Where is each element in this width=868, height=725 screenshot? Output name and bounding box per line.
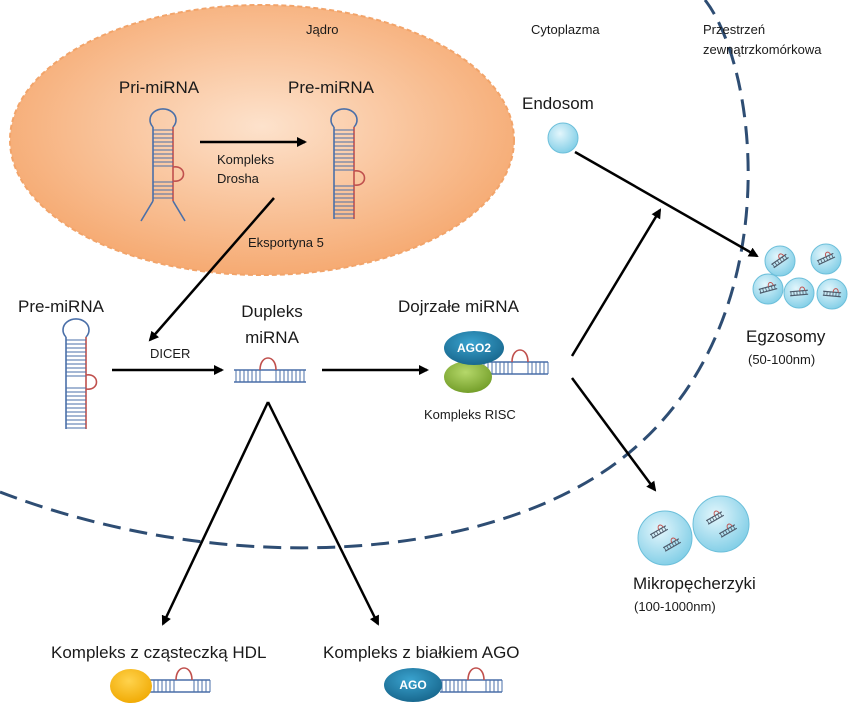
duplex-bulge: [468, 668, 484, 680]
exosome: [811, 244, 841, 274]
mirna-duplex: [234, 358, 306, 382]
microvesicles-label: Mikropęcherzyki: [633, 574, 756, 594]
endosome-label: Endosom: [522, 94, 594, 114]
pre-mirna-hairpin-cytoplasm: [63, 319, 96, 429]
arrow-to-hdl: [163, 402, 268, 624]
duplex-bulge: [176, 668, 192, 680]
arrow-endosome-to-exosomes: [575, 152, 757, 256]
microvesicle: [638, 511, 692, 565]
exosomes-cluster: [753, 244, 847, 309]
pre-mirna-nucleus-label: Pre-miRNA: [288, 78, 374, 98]
exosomes-size-label: (50-100nm): [748, 352, 815, 367]
arrow-to-ago: [268, 402, 378, 624]
mature-mirna-label: Dojrzałe miRNA: [398, 297, 519, 317]
exportin-label: Eksportyna 5: [248, 235, 324, 250]
drosha-label-line2: Drosha: [217, 171, 259, 186]
microvesicle: [693, 496, 749, 552]
ago-label: AGO: [399, 678, 426, 692]
risc-label: Kompleks RISC: [424, 407, 516, 422]
hairpin-bulge: [86, 375, 97, 389]
arrow-to-membrane: [572, 210, 660, 356]
exosome: [765, 246, 795, 276]
exosome: [817, 279, 847, 309]
arrow-to-microvesicles: [572, 378, 655, 490]
endosome-vesicle: [548, 123, 578, 153]
ago-mirna-strand: [440, 668, 502, 692]
hdl-complex-label: Kompleks z cząsteczką HDL: [51, 643, 266, 663]
nucleus-label: Jądro: [306, 22, 339, 37]
duplex-bulge: [260, 358, 276, 370]
exosomes-label: Egzosomy: [746, 327, 825, 347]
exosome: [784, 278, 814, 308]
dicer-label: DICER: [150, 346, 190, 361]
microvesicles-size-label: (100-1000nm): [634, 599, 716, 614]
duplex-label-line1: Dupleks: [241, 302, 302, 322]
risc-green-protein: [444, 361, 492, 393]
duplex-label-line2: miRNA: [245, 328, 299, 348]
ago-complex-label: Kompleks z białkiem AGO: [323, 643, 520, 663]
hairpin-loop: [63, 319, 89, 337]
hdl-particle: [110, 669, 152, 703]
pri-mirna-label: Pri-miRNA: [119, 78, 199, 98]
hdl-mirna-strand: [148, 668, 210, 692]
ago2-label: AGO2: [457, 341, 491, 355]
drosha-label-line1: Kompleks: [217, 152, 274, 167]
pre-mirna-cytoplasm-label: Pre-miRNA: [18, 297, 104, 317]
microvesicles-cluster: [638, 496, 749, 565]
cytoplasm-label: Cytoplazma: [531, 22, 600, 37]
extracellular-label-line1: Przestrzeń: [703, 22, 765, 37]
extracellular-label-line2: zewnątrzkomórkowa: [703, 42, 822, 57]
duplex-bulge: [512, 350, 528, 362]
exosome: [753, 274, 783, 304]
